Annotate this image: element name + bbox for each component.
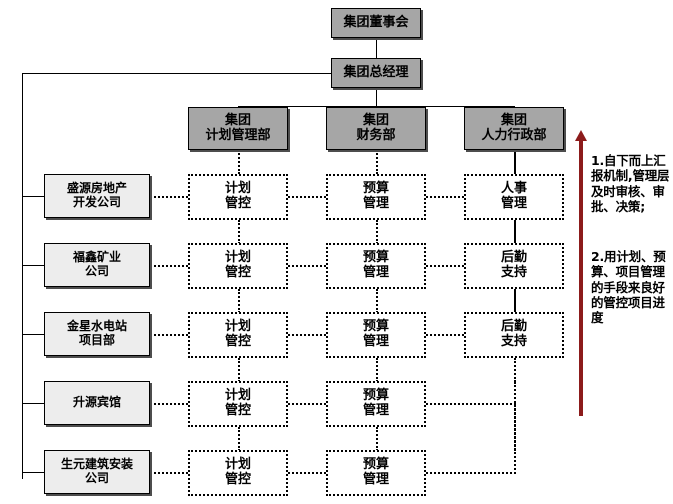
connector-trunk-to-subsidiary-3 bbox=[22, 334, 44, 335]
grid-cell-plan-row1[interactable]: 计划 管控 bbox=[188, 174, 288, 220]
box-subsidiary-construction-label: 生元建筑安装 公司 bbox=[60, 457, 133, 485]
grid-cell-plan-row4-label: 计划 管控 bbox=[224, 388, 251, 418]
box-department-hr-admin[interactable]: 集团 人力行政部 bbox=[464, 107, 564, 150]
box-subsidiary-mining-label: 福鑫矿业 公司 bbox=[72, 250, 121, 278]
grid-cell-plan-row2[interactable]: 计划 管控 bbox=[188, 243, 288, 289]
connector-dept3-to-grid bbox=[514, 150, 516, 174]
grid-cell-plan-row1-label: 计划 管控 bbox=[224, 181, 251, 211]
note-management-tools-text: 2.用计划、预算、项目管理的手段来良好的管控项目进度 bbox=[591, 249, 666, 325]
connector-subsidiary4-to-row4 bbox=[150, 403, 188, 405]
note-reporting-mechanism-text: 1.自下而上汇报机制,管理层及时审核、审批、决策; bbox=[591, 153, 670, 214]
grid-cell-budget-row4[interactable]: 预算 管理 bbox=[326, 381, 426, 427]
bottom-up-arrow bbox=[575, 130, 587, 416]
connector-dept2-to-grid bbox=[376, 150, 378, 174]
box-group-board[interactable]: 集团董事会 bbox=[331, 8, 421, 38]
connector-row5-c2-right bbox=[426, 472, 516, 474]
connector-col1-row3-row4 bbox=[238, 358, 240, 382]
grid-cell-budget-row3[interactable]: 预算 管理 bbox=[326, 312, 426, 358]
connector-col1-row4-row5 bbox=[238, 427, 240, 451]
connector-gm-down bbox=[376, 88, 377, 106]
grid-cell-plan-row5-label: 计划 管控 bbox=[224, 457, 251, 487]
connector-trunk-to-subsidiary-2 bbox=[22, 265, 44, 266]
note-management-tools: 2.用计划、预算、项目管理的手段来良好的管控项目进度 bbox=[591, 249, 671, 325]
connector-row2-c2-c3 bbox=[426, 265, 464, 267]
bottom-up-arrow-head bbox=[575, 130, 587, 141]
box-department-planning[interactable]: 集团 计划管理部 bbox=[188, 107, 288, 150]
connector-row4-c1-c2 bbox=[288, 403, 326, 405]
connector-subsidiary1-to-row1 bbox=[150, 196, 188, 198]
box-subsidiary-mining[interactable]: 福鑫矿业 公司 bbox=[44, 243, 150, 287]
grid-cell-hr-row3[interactable]: 后勤 支持 bbox=[464, 312, 564, 358]
connector-dept1-to-grid bbox=[238, 150, 240, 174]
connector-trunk-to-subsidiary-5 bbox=[22, 472, 44, 473]
connector-subsidiary3-to-row3 bbox=[150, 334, 188, 336]
box-department-finance[interactable]: 集团 财务部 bbox=[326, 107, 426, 150]
grid-cell-hr-row2[interactable]: 后勤 支持 bbox=[464, 243, 564, 289]
connector-row5-c1-c2 bbox=[288, 472, 326, 474]
connector-row3-c2-c3 bbox=[426, 334, 464, 336]
connector-col3-row2-row3 bbox=[514, 289, 516, 313]
box-subsidiary-hotel[interactable]: 升源宾馆 bbox=[44, 381, 150, 425]
grid-cell-budget-row1[interactable]: 预算 管理 bbox=[326, 174, 426, 220]
connector-col1-row2-row3 bbox=[238, 289, 240, 313]
grid-cell-plan-row4[interactable]: 计划 管控 bbox=[188, 381, 288, 427]
box-group-board-label: 集团董事会 bbox=[343, 14, 409, 30]
connector-col2-row2-row3 bbox=[376, 289, 378, 313]
grid-cell-plan-row3[interactable]: 计划 管控 bbox=[188, 312, 288, 358]
grid-cell-plan-row5[interactable]: 计划 管控 bbox=[188, 450, 288, 496]
grid-cell-budget-row2[interactable]: 预算 管理 bbox=[326, 243, 426, 289]
connector-row4-row5-right-riser bbox=[514, 403, 516, 474]
connector-gm-to-left-trunk bbox=[22, 73, 332, 74]
connector-row3-c1-c2 bbox=[288, 334, 326, 336]
grid-cell-budget-row2-label: 预算 管理 bbox=[362, 250, 389, 280]
box-department-hr-admin-label: 集团 人力行政部 bbox=[481, 112, 547, 143]
box-group-general-manager[interactable]: 集团总经理 bbox=[331, 58, 421, 88]
grid-cell-plan-row3-label: 计划 管控 bbox=[224, 319, 251, 349]
connector-col2-row3-row4 bbox=[376, 358, 378, 382]
connector-row4-c2-right bbox=[426, 403, 516, 405]
grid-cell-plan-row2-label: 计划 管控 bbox=[224, 250, 251, 280]
box-subsidiary-hydropower-label: 金星水电站 项目部 bbox=[66, 319, 127, 347]
box-group-general-manager-label: 集团总经理 bbox=[343, 64, 409, 80]
connector-col3-row1-row2 bbox=[514, 220, 516, 244]
grid-cell-hr-row1[interactable]: 人事 管理 bbox=[464, 174, 564, 220]
connector-row1-c2-c3 bbox=[426, 196, 464, 198]
connector-left-trunk bbox=[22, 73, 23, 479]
box-subsidiary-real-estate-label: 盛源房地产 开发公司 bbox=[66, 181, 127, 209]
box-department-planning-label: 集团 计划管理部 bbox=[205, 112, 271, 143]
note-reporting-mechanism: 1.自下而上汇报机制,管理层及时审核、审批、决策; bbox=[591, 153, 671, 214]
connector-trunk-to-subsidiary-4 bbox=[22, 403, 44, 404]
box-subsidiary-hydropower[interactable]: 金星水电站 项目部 bbox=[44, 312, 150, 356]
bottom-up-arrow-shaft bbox=[579, 139, 583, 416]
connector-col3-row3-row4 bbox=[514, 358, 516, 382]
connector-subsidiary2-to-row2 bbox=[150, 265, 188, 267]
grid-cell-budget-row4-label: 预算 管理 bbox=[362, 388, 389, 418]
connector-board-to-gm bbox=[376, 38, 377, 63]
connector-col2-row4-row5 bbox=[376, 427, 378, 451]
connector-row2-c1-c2 bbox=[288, 265, 326, 267]
grid-cell-budget-row3-label: 预算 管理 bbox=[362, 319, 389, 349]
grid-cell-hr-row1-label: 人事 管理 bbox=[500, 181, 527, 211]
connector-col2-row1-row2 bbox=[376, 220, 378, 244]
box-subsidiary-real-estate[interactable]: 盛源房地产 开发公司 bbox=[44, 174, 150, 218]
connector-row1-c1-c2 bbox=[288, 196, 326, 198]
grid-cell-budget-row1-label: 预算 管理 bbox=[362, 181, 389, 211]
connector-col1-row1-row2 bbox=[238, 220, 240, 244]
box-subsidiary-construction[interactable]: 生元建筑安装 公司 bbox=[44, 450, 150, 494]
connector-subsidiary5-to-row5 bbox=[150, 472, 188, 474]
grid-cell-budget-row5-label: 预算 管理 bbox=[362, 457, 389, 487]
grid-cell-budget-row5[interactable]: 预算 管理 bbox=[326, 450, 426, 496]
grid-cell-hr-row3-label: 后勤 支持 bbox=[500, 319, 527, 349]
grid-cell-hr-row2-label: 后勤 支持 bbox=[500, 250, 527, 280]
box-department-finance-label: 集团 财务部 bbox=[356, 112, 396, 143]
connector-trunk-to-subsidiary-1 bbox=[22, 196, 44, 197]
box-subsidiary-hotel-label: 升源宾馆 bbox=[72, 395, 121, 410]
